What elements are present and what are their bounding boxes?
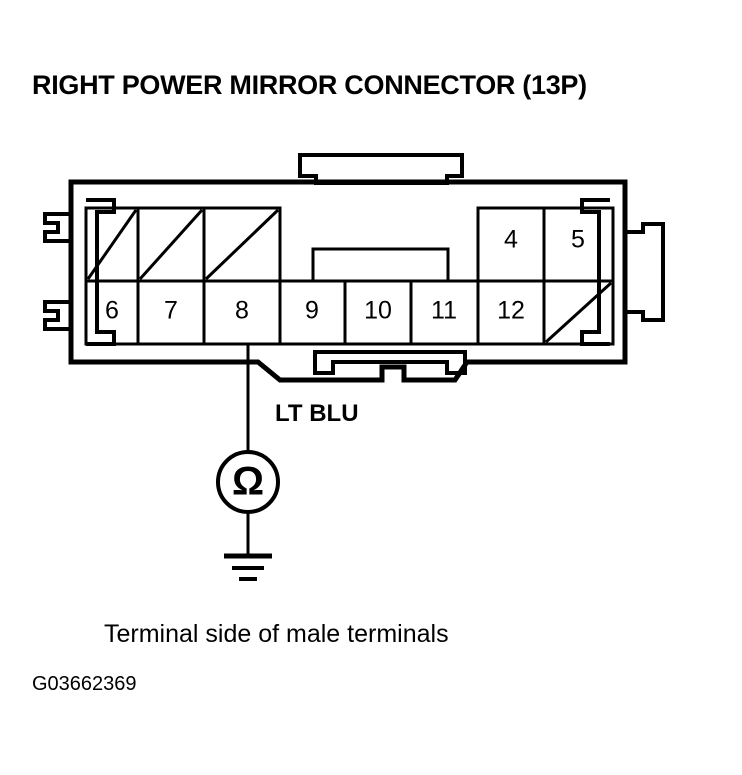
connector-left-tab-lower <box>43 300 73 331</box>
cell-top-blank-1-hatch <box>86 209 138 280</box>
pin-label-12: 12 <box>497 297 525 325</box>
cell-top-blank-2-hatch <box>138 208 204 281</box>
pin-label-9: 9 <box>305 297 319 325</box>
pin-label-4: 4 <box>504 226 518 254</box>
pin-label-5: 5 <box>571 226 585 254</box>
connector-body-outline <box>68 179 628 383</box>
inner-tab-top-right <box>580 198 610 285</box>
figure-caption: Terminal side of male terminals <box>104 620 449 648</box>
pin-label-6: 6 <box>105 297 119 325</box>
connector-bottom-tab <box>313 350 467 375</box>
pin-label-7: 7 <box>164 297 178 325</box>
cell-bottom-blank <box>542 279 615 346</box>
pin-label-8: 8 <box>235 297 249 325</box>
pin-label-11: 11 <box>431 297 457 325</box>
page-title: RIGHT POWER MIRROR CONNECTOR (13P) <box>32 70 587 100</box>
connector-left-tab-upper <box>43 212 73 243</box>
cell-top-blank-3-hatch <box>204 208 280 281</box>
connector-right-tab <box>623 222 665 322</box>
connector-top-tab <box>298 153 464 185</box>
connector-keyway-notch <box>311 247 450 281</box>
pin-label-10: 10 <box>364 297 392 325</box>
inner-tab-top-left <box>86 198 116 285</box>
ohm-symbol: Ω <box>232 460 264 504</box>
wire-color-label: LT BLU <box>275 400 359 427</box>
inner-tab-bottom-right <box>580 285 610 346</box>
cell-bottom-blank-hatch <box>544 281 613 344</box>
figure-id-label: G03662369 <box>32 673 137 695</box>
